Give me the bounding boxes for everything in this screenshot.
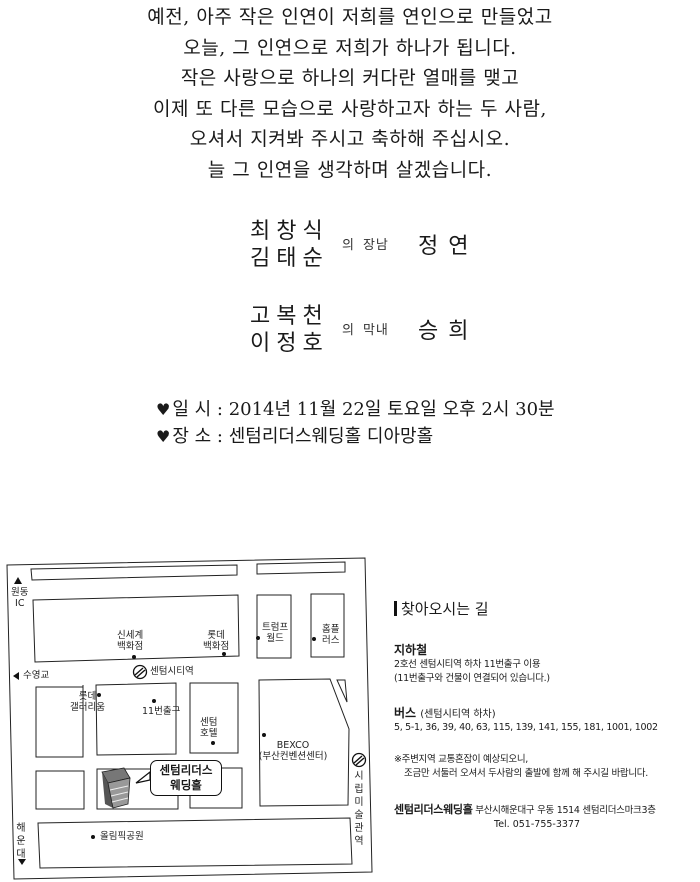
- subway-line: (11번출구와 건물이 연결되어 있습니다.): [394, 673, 550, 684]
- arrow-up-icon: [14, 577, 22, 584]
- title-bar-icon: [394, 601, 397, 616]
- paper-fold-line: [0, 462, 700, 464]
- place-row: ♥장 소 : 센텀리더스웨딩홀 디아망홀: [156, 426, 434, 447]
- venue-phone: Tel. 051-755-3377: [494, 819, 581, 830]
- poem-line: 이제 또 다른 모습으로 사랑하고자 하는 두 사람,: [153, 97, 547, 120]
- event-details: ♥일 시 : 2014년 11월 22일 토요일 오후 2시 30분 ♥장 소 …: [156, 396, 555, 450]
- map-marker: [211, 741, 215, 745]
- traffic-note: ※주변지역 교통혼잡이 예상되오니, 조금만 서둘러 오셔서 두사람의 출발에 …: [394, 754, 648, 779]
- arrow-down-icon: [18, 859, 26, 865]
- date-value: 2014년 11월 22일 토요일 오후 2시 30분: [228, 399, 555, 420]
- poem-line: 늘 그 인연을 생각하며 살겠습니다.: [207, 158, 493, 181]
- directions-panel: 찾아오시는 길 지하철 2호선 센텀시티역 하차 11번출구 이용 (11번출구…: [394, 598, 700, 830]
- groom-father: 최창식: [250, 219, 329, 244]
- directions-title: 찾아오시는 길: [394, 598, 700, 619]
- bride-name: 승희: [418, 319, 479, 344]
- map-marker: [91, 835, 95, 839]
- map-label-bexco: BEXCO(부산컨벤션센터): [258, 740, 328, 762]
- groom-parents: 최창식 김태순: [250, 218, 329, 272]
- subway-line: 2호선 센텀시티역 하차 11번출구 이용: [394, 659, 541, 670]
- map-marker: [262, 733, 266, 737]
- venue-name: 센텀리더스웨딩홀: [394, 803, 473, 816]
- map-marker: [132, 655, 136, 659]
- map-label-suyeonggyo: 수영교: [23, 670, 50, 681]
- bride-mother: 이정호: [250, 331, 329, 356]
- map-marker: [152, 699, 156, 703]
- bus-title: 버스 (센텀시티역 하차): [394, 706, 496, 720]
- map-marker: [222, 652, 226, 656]
- groom-mother: 김태순: [250, 246, 329, 271]
- heart-icon: ♥: [156, 400, 171, 419]
- arrow-left-icon: [13, 672, 19, 680]
- venue-info: 센텀리더스웨딩홀 부산시해운대구 우동 1514 센텀리더스마크3층: [394, 801, 700, 817]
- heart-icon: ♥: [156, 427, 171, 446]
- date-row: ♥일 시 : 2014년 11월 22일 토요일 오후 2시 30분: [156, 399, 555, 420]
- place-value: 센텀리더스웨딩홀 디아망홀: [228, 426, 434, 447]
- subway-title: 지하철: [394, 643, 428, 657]
- map-label-centum-city-station: 센텀시티역: [150, 666, 194, 677]
- map-marker: [256, 636, 260, 640]
- subway-icon: [132, 664, 367, 768]
- bus-routes: 5, 5-1, 36, 39, 40, 63, 115, 139, 141, 1…: [394, 722, 658, 733]
- invitation-poem: 예전, 아주 작은 인연이 저희를 연인으로 만들었고 오늘, 그 인연으로 저…: [0, 2, 700, 185]
- map-lines: [6, 557, 373, 880]
- map-label-exit-11: 11번출구: [142, 706, 181, 717]
- groom-name: 정연: [418, 234, 479, 259]
- poem-line: 예전, 아주 작은 인연이 저희를 연인으로 만들었고: [147, 6, 553, 28]
- bride-parents: 고복천 이정호: [250, 303, 329, 357]
- venue-address: 부산시해운대구 우동 1514 센텀리더스마크3층: [475, 805, 656, 816]
- map-marker: [312, 637, 316, 641]
- poem-line: 오셔서 지켜봐 주시고 축하해 주십시오.: [189, 128, 511, 150]
- map-marker: [97, 693, 101, 697]
- bride-father: 고복천: [250, 304, 329, 329]
- map-label-olympic-park: 올림픽공원: [100, 831, 144, 842]
- building-icon: [101, 767, 131, 809]
- poem-line: 작은 사랑으로 하나의 커다란 열매를 맺고: [180, 67, 520, 89]
- poem-line: 오늘, 그 인연으로 저희가 하나가 됩니다.: [183, 36, 517, 59]
